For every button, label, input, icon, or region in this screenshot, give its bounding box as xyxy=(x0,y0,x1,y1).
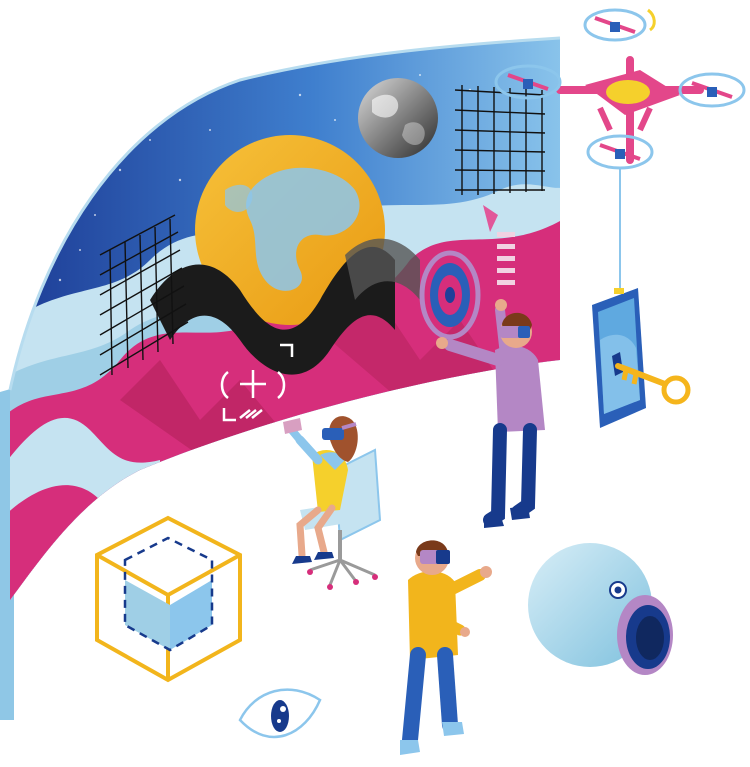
curved-display-wall xyxy=(0,36,561,720)
wireframe-grid-left xyxy=(99,214,189,376)
moon xyxy=(358,78,438,158)
crosshair-icon xyxy=(220,343,294,422)
target-hud xyxy=(419,205,515,340)
seated-woman-vr xyxy=(283,416,382,590)
key-icon xyxy=(615,363,691,405)
wireframe-cube xyxy=(95,515,242,683)
camera-lens xyxy=(528,543,673,675)
man-touching-screen-vr xyxy=(436,299,545,528)
standing-man-vr xyxy=(400,540,492,755)
wireframe-grid-right xyxy=(454,85,546,195)
drone xyxy=(494,8,746,290)
eye-icon xyxy=(238,688,322,739)
smartphone xyxy=(592,288,646,428)
black-wave xyxy=(150,238,420,375)
